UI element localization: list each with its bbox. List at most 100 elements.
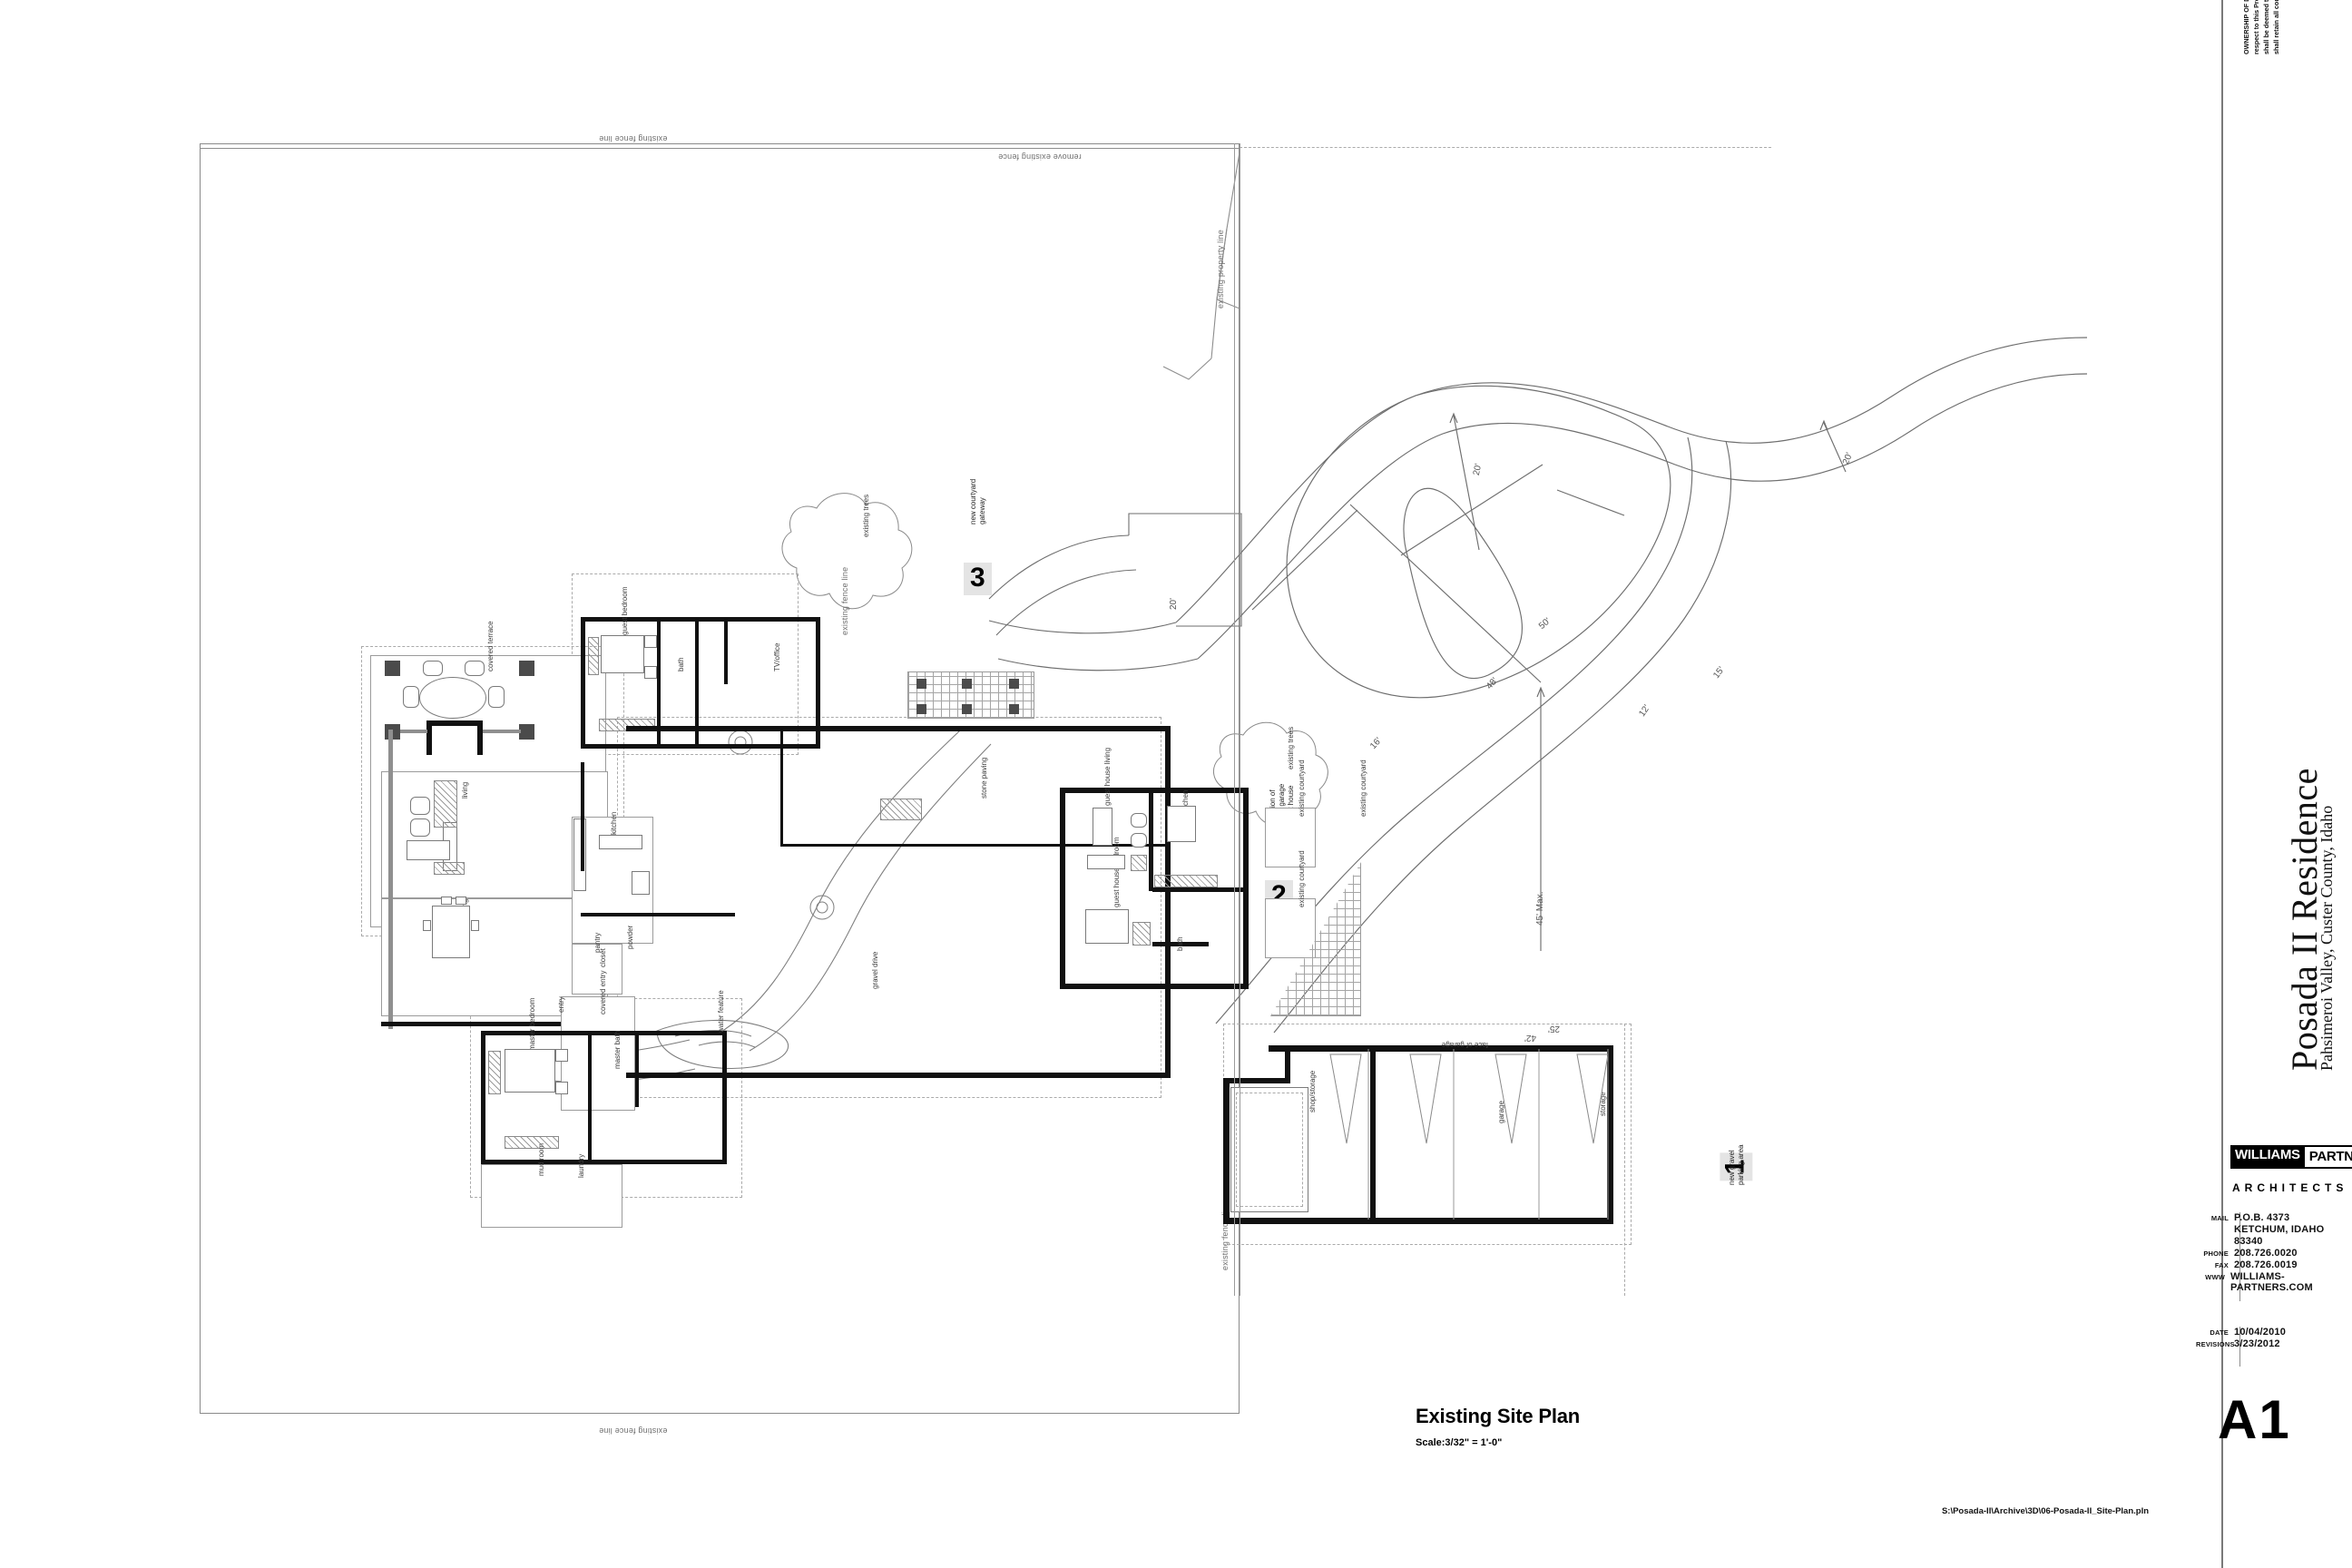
wall-master-interior <box>588 1034 592 1160</box>
room-label-gravel-drive: gravel drive <box>871 951 879 989</box>
guest-kitchen-counter <box>1167 806 1196 842</box>
guest-armchair <box>1131 833 1147 848</box>
room-label-covered-entry: covered entry <box>599 970 607 1014</box>
guest-bed <box>1085 909 1129 944</box>
room-covered-entry <box>561 996 635 1111</box>
wall-shop-east <box>1285 1045 1290 1083</box>
guest-sofa <box>1093 808 1112 846</box>
wall-shop-north <box>1223 1078 1290 1083</box>
contact-row-zip: 83340 <box>2196 1236 2352 1247</box>
terrace-chair <box>465 661 485 676</box>
wall-guesthouse-south <box>1060 984 1249 989</box>
armchair <box>410 818 430 837</box>
terrace-chair <box>488 686 505 708</box>
room-label-guest-bath: bath <box>1176 936 1184 951</box>
dining-chair <box>471 920 479 931</box>
terrace-post <box>519 724 534 740</box>
room-label-master-bedroom: master bedroom <box>528 997 536 1051</box>
room-label-closet: closet <box>599 948 607 967</box>
dates-key-date: DATE <box>2210 1328 2229 1337</box>
master-bed <box>505 1049 555 1093</box>
site-label-property-line: existing property line <box>1216 230 1225 309</box>
contact-row-mail: MAIL P.O.B. 4373 <box>2196 1212 2352 1223</box>
terrace-fireplace <box>426 720 432 755</box>
kitchen-sink <box>632 871 650 895</box>
contact-info: MAIL P.O.B. 4373 KETCHUM, IDAHO 83340 PH… <box>2196 1212 2352 1294</box>
stone-paving <box>880 799 922 820</box>
exterior-wall-west-lower <box>381 1022 615 1026</box>
wall-nw-interior <box>724 621 728 684</box>
sofa <box>407 840 450 860</box>
room-label-existing-courtyard-e: existing courtyard <box>1359 760 1367 817</box>
firm-logo: WILLIAMS PARTNERS <box>2230 1145 2352 1169</box>
living-rug <box>434 780 457 828</box>
wall-guesthouse-interior <box>1149 791 1153 891</box>
wall-corridor-south <box>626 1073 1171 1078</box>
plan-title: Existing Site Plan <box>1416 1405 1581 1427</box>
wall-corridor-inner <box>780 731 783 844</box>
room-label-living: living <box>461 781 469 799</box>
wall-nw-wing-west <box>581 617 585 749</box>
wall-garage-interior <box>1370 1049 1376 1221</box>
dimension-20c: 20' <box>1169 597 1179 610</box>
wall-master-north <box>481 1031 726 1035</box>
terrace-table <box>419 677 486 719</box>
keynote-3-number: 3 <box>964 563 992 595</box>
keynote-3: 3 new courtyard gateway <box>964 479 992 595</box>
site-plan-drawing: existing fence line remove existing fenc… <box>200 134 2088 1448</box>
garage-door-swings <box>1329 1049 1609 1220</box>
keynote-3-text-line1: new courtyard <box>969 478 977 524</box>
dates-info: DATE 10/04/2010 REVISIONS 3/23/2012 <box>2196 1327 2286 1350</box>
contact-row-www: WWW WILLIAMS-PARTNERS.COM <box>2196 1271 2352 1293</box>
contact-row-phone: PHONE 208.726.0020 <box>2196 1248 2352 1259</box>
kitchen-island <box>599 835 642 849</box>
room-label-existing-courtyard-n: existing courtyard <box>1298 760 1306 817</box>
room-label-covered-terrace: covered terrace <box>486 621 495 671</box>
gravel-parking-area <box>1624 1024 1628 1296</box>
file-path: S:\Posada-II\Archive\3D\06-Posada-II_Sit… <box>1941 1506 2150 1516</box>
guest-sofa-2 <box>1087 855 1125 869</box>
wall-guesthouse-west <box>1060 788 1065 989</box>
master-shelving <box>505 1136 559 1149</box>
room-label-existing-trees-e: existing trees <box>1287 726 1295 769</box>
guest-rug <box>1131 855 1147 871</box>
fence-line-north <box>200 148 1240 149</box>
site-label-fence-west: existing fence line <box>840 566 849 635</box>
nightstand <box>555 1082 568 1094</box>
firm-logo-williams: WILLIAMS <box>2230 1145 2305 1169</box>
room-label-existing-trees-nw: existing trees <box>862 494 870 537</box>
fence-removal-north <box>1240 147 1771 148</box>
contact-value-www: WILLIAMS-PARTNERS.COM <box>2230 1271 2313 1293</box>
wall-master-east <box>722 1031 727 1164</box>
closet-hatch <box>588 637 599 675</box>
dimension-45max: 45' Max. <box>1535 891 1545 926</box>
room-label-mud-room: mud room <box>537 1142 545 1176</box>
room-label-guest-bedroom: guest bedroom <box>621 586 629 635</box>
pergola-post <box>962 679 972 689</box>
wall-master-interior <box>635 1034 639 1107</box>
keynote-1-text-line2: parking area <box>1737 1144 1745 1185</box>
room-label-kitchen: kitchen <box>610 811 618 835</box>
site-label-fence-north: existing fence line <box>599 134 668 143</box>
wall-guesthouse-north <box>1060 788 1249 793</box>
keynote-3-text-line2: gateway <box>978 497 986 524</box>
room-label-water-feature: water feature <box>717 990 725 1033</box>
wall-master-south <box>481 1160 726 1164</box>
wall-entry <box>581 762 584 871</box>
terrace-post <box>385 661 400 676</box>
site-label-remove-fence: remove existing fence <box>998 152 1082 162</box>
contact-value-mail: P.O.B. 4373 <box>2234 1212 2290 1223</box>
title-block: OWNERSHIP OF DOCUMENTS: The Instruments … <box>2196 0 2352 1568</box>
wall-garage-south <box>1223 1218 1613 1224</box>
contact-rule <box>2239 1212 2240 1301</box>
terrace-chair <box>423 661 443 676</box>
site-label-fence-south: existing fence line <box>599 1426 668 1436</box>
room-label-entry: entry <box>557 996 565 1013</box>
wall-nw-interior <box>657 621 661 744</box>
nightstand <box>644 666 657 679</box>
pergola-post <box>916 704 926 714</box>
contact-value-zip: 83340 <box>2234 1236 2263 1247</box>
dates-value-date: 10/04/2010 <box>2234 1327 2287 1338</box>
terrace-fireplace <box>477 720 483 755</box>
guest-fireplace <box>1132 922 1151 946</box>
